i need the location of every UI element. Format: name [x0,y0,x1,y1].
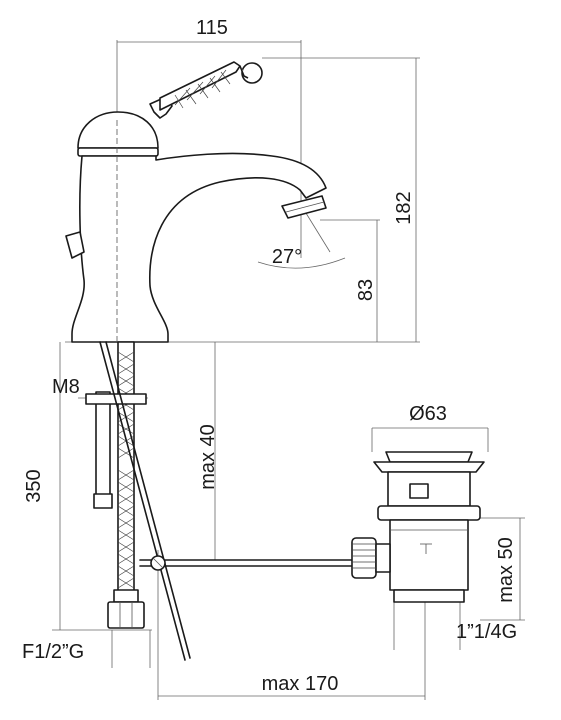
dimension-labels: 115 182 27° 83 M8 max 40 350 Ø63 max 50 … [22,17,517,695]
pop-up-waste [351,451,485,603]
label-max-40: max 40 [197,424,219,490]
label-115: 115 [196,17,228,39]
faucet-body [65,61,327,343]
label-182: 182 [393,191,415,224]
label-1-1-4g: 1”1/4G [456,621,517,643]
label-f1-2g: F1/2”G [22,641,84,663]
label-83: 83 [355,279,377,301]
label-m8: M8 [52,376,80,398]
dimension-lines [52,40,525,700]
label-diameter-63: Ø63 [409,403,447,425]
label-27-degrees: 27° [272,246,302,268]
supply-assembly [85,341,353,661]
lever-handle [149,61,263,119]
label-350: 350 [23,469,45,502]
label-max-170: max 170 [262,673,339,695]
label-max-50: max 50 [495,537,517,603]
